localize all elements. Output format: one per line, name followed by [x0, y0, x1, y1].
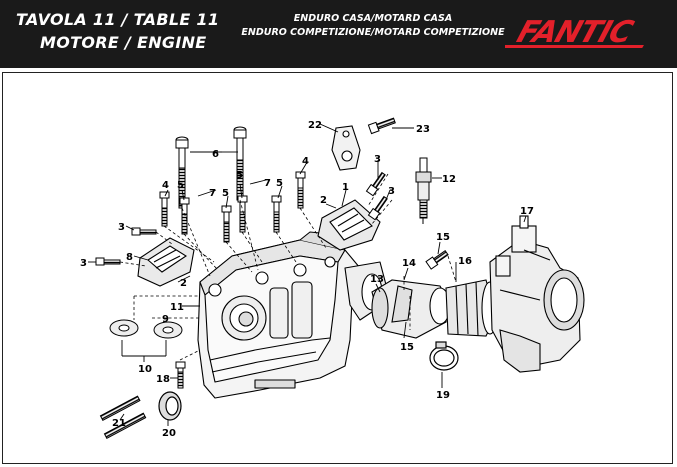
bolt-6-b	[233, 126, 247, 201]
table-title: TAVOLA 11 / TABLE 11	[16, 10, 220, 29]
bolt-5-c	[237, 195, 248, 233]
callout-8: 8	[126, 252, 133, 263]
valve-cover-right	[317, 199, 381, 251]
callout-1: 1	[342, 182, 349, 193]
callout-3-d: 3	[388, 186, 395, 197]
callout-7-b: 7	[264, 178, 271, 189]
callout-13: 13	[370, 274, 384, 285]
callout-5-b: 5	[222, 188, 229, 199]
callout-19: 19	[436, 390, 450, 401]
callout-4-b: 4	[302, 156, 309, 167]
callout-15-b: 15	[400, 342, 414, 353]
callout-15-a: 15	[436, 232, 450, 243]
model-line-2: ENDURO COMPETIZIONE/MOTARD COMPETIZIONE	[241, 27, 505, 38]
callout-2-a: 2	[320, 195, 327, 206]
header-bar: TAVOLA 11 / TABLE 11 MOTORE / ENGINE END…	[0, 0, 677, 68]
callout-17: 17	[520, 206, 534, 217]
bolt-3-b	[95, 257, 121, 266]
model-line-1: ENDURO CASA/MOTARD CASA	[293, 13, 453, 24]
bracket-22	[331, 125, 361, 171]
bolt-3-a	[131, 227, 157, 236]
callout-2-b: 2	[180, 278, 187, 289]
carburetor	[489, 215, 585, 373]
callout-11: 11	[170, 302, 184, 313]
callout-6: 6	[212, 149, 219, 160]
callout-21: 21	[112, 418, 126, 429]
callout-22: 22	[308, 120, 322, 131]
callout-3-b: 3	[80, 258, 87, 269]
callout-23: 23	[416, 124, 430, 135]
bolt-5-b	[221, 205, 232, 243]
logo-underline	[505, 45, 644, 48]
bolt-15-a	[425, 249, 449, 270]
bolt-23	[367, 117, 396, 135]
callout-3-c: 3	[374, 154, 381, 165]
hose-clamp	[429, 341, 459, 371]
callout-16: 16	[458, 256, 472, 267]
bolt-3-d	[367, 195, 388, 221]
spark-plug	[415, 157, 432, 224]
callout-5-c: 5	[236, 170, 243, 181]
washer-pair	[109, 319, 183, 339]
valve-cover-left	[137, 237, 195, 287]
callout-4-a: 4	[162, 180, 169, 191]
callout-10: 10	[138, 364, 152, 375]
intake-boot	[445, 279, 499, 337]
bolt-18	[175, 361, 186, 389]
callout-14: 14	[402, 258, 416, 269]
fantic-logo: FANTIC	[505, 15, 644, 50]
bolt-4-a	[159, 191, 170, 227]
section-title: MOTORE / ENGINE	[40, 33, 207, 52]
callout-5-d: 5	[276, 178, 283, 189]
callout-20: 20	[162, 428, 176, 439]
callout-labels: 6 4 5 7 5 5 7 5 4 1 2 3 3 22 23 12 3 3 8…	[80, 120, 534, 439]
callout-3-a: 3	[118, 222, 125, 233]
bolt-6-a	[175, 136, 189, 209]
assembly-guides	[119, 173, 457, 361]
cylinder-head	[197, 231, 391, 399]
bolt-4-b	[295, 171, 306, 209]
bolt-3-c	[365, 171, 386, 197]
bolt-5-d	[271, 195, 282, 233]
callout-9: 9	[162, 314, 169, 325]
bolt-5-a	[179, 197, 190, 235]
brand-text: FANTIC	[513, 15, 638, 50]
callout-18: 18	[156, 374, 170, 385]
studs	[99, 395, 147, 439]
callout-5-a: 5	[177, 180, 184, 191]
callout-7-a: 7	[209, 188, 216, 199]
leader-lines	[88, 123, 527, 426]
callout-12: 12	[442, 174, 456, 185]
oil-seal	[158, 391, 182, 421]
intake-manifold	[371, 279, 451, 339]
